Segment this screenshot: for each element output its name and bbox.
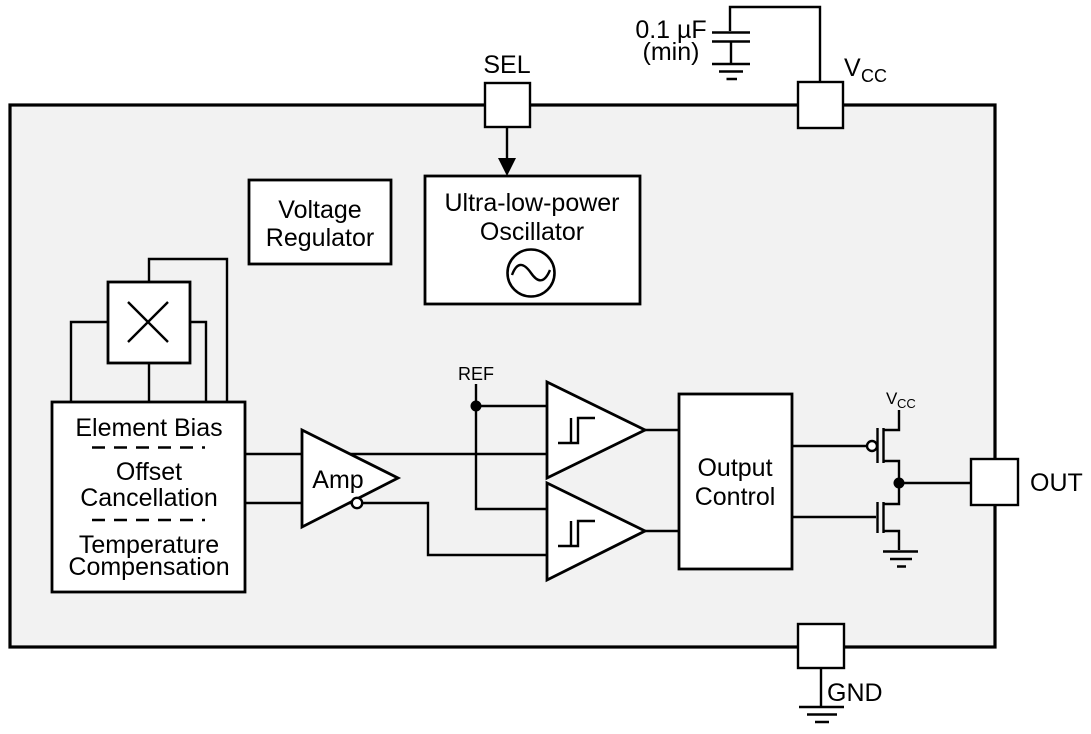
vcc-internal-label-subscript: CC — [897, 396, 916, 411]
voltage-regulator-label-line2: Regulator — [266, 224, 374, 252]
amplifier-inverting-bubble-icon — [350, 496, 364, 510]
compensation-label: Compensation — [68, 553, 229, 581]
nmos-source-to-ground — [883, 529, 901, 550]
oscillator-label-line1: Ultra-low-power — [444, 189, 619, 217]
capacitor-ground-icon — [712, 62, 750, 81]
nmos-ground-icon — [883, 550, 918, 568]
capacitor-note-label: (min) — [643, 38, 700, 66]
comparator-bottom-symbol — [545, 480, 649, 583]
sine-wave-curve — [510, 263, 552, 282]
vcc-pin — [796, 80, 845, 130]
gnd-ground-icon — [799, 705, 844, 724]
sel-pin-label: SEL — [483, 51, 530, 79]
out-pin — [969, 457, 1020, 507]
nmos-drain-to-node — [883, 483, 901, 506]
wire-hall-right — [190, 320, 208, 402]
wire-hall-left — [69, 320, 108, 402]
sel-arrowhead-icon — [498, 158, 516, 176]
output-control-label-line1: Output — [697, 454, 772, 482]
element-bias-label: Element Bias — [75, 414, 222, 442]
oscillator-label-line2: Oscillator — [480, 218, 584, 246]
comparator-top-symbol — [545, 379, 649, 481]
vcc-pin-label: V — [844, 54, 861, 82]
voltage-regulator-block — [247, 178, 393, 266]
amp-label: Amp — [312, 466, 363, 494]
wire-vcc-to-capacitor — [728, 5, 822, 82]
hysteresis-icon-top — [558, 416, 595, 445]
ref-label: REF — [458, 364, 494, 384]
amplifier-symbol — [300, 427, 402, 530]
pmos-source-to-vcc — [883, 410, 901, 432]
wire-hall-top — [147, 257, 229, 402]
output-control-block — [677, 392, 794, 571]
output-control-label-line2: Control — [695, 483, 776, 511]
temperature-label: Temperature — [79, 531, 219, 559]
out-pin-label: OUT — [1030, 469, 1083, 497]
voltage-regulator-label-line1: Voltage — [278, 196, 361, 224]
wire-amp-inverted-output — [362, 501, 547, 557]
cancellation-label: Cancellation — [80, 484, 218, 512]
gnd-pin — [796, 622, 846, 670]
hall-element-x-icon — [127, 301, 169, 343]
wires — [69, 5, 971, 724]
vcc-internal-label: V — [886, 389, 898, 408]
sel-pin — [483, 81, 532, 129]
offset-label: Offset — [116, 458, 182, 486]
vcc-pin-label-subscript: CC — [861, 66, 887, 86]
hysteresis-icon-bottom — [558, 519, 595, 548]
wire-ref-to-comparator-bottom — [474, 406, 547, 511]
pmos-drain-to-node — [883, 459, 901, 483]
ref-junction-dot — [470, 400, 482, 412]
gnd-pin-label: GND — [827, 679, 883, 707]
capacitor-value-label: 0.1 µF — [635, 16, 706, 44]
sensor-front-end-block — [50, 400, 247, 594]
output-node-dot — [893, 477, 905, 489]
pmos-gate-bubble-icon — [865, 439, 879, 453]
